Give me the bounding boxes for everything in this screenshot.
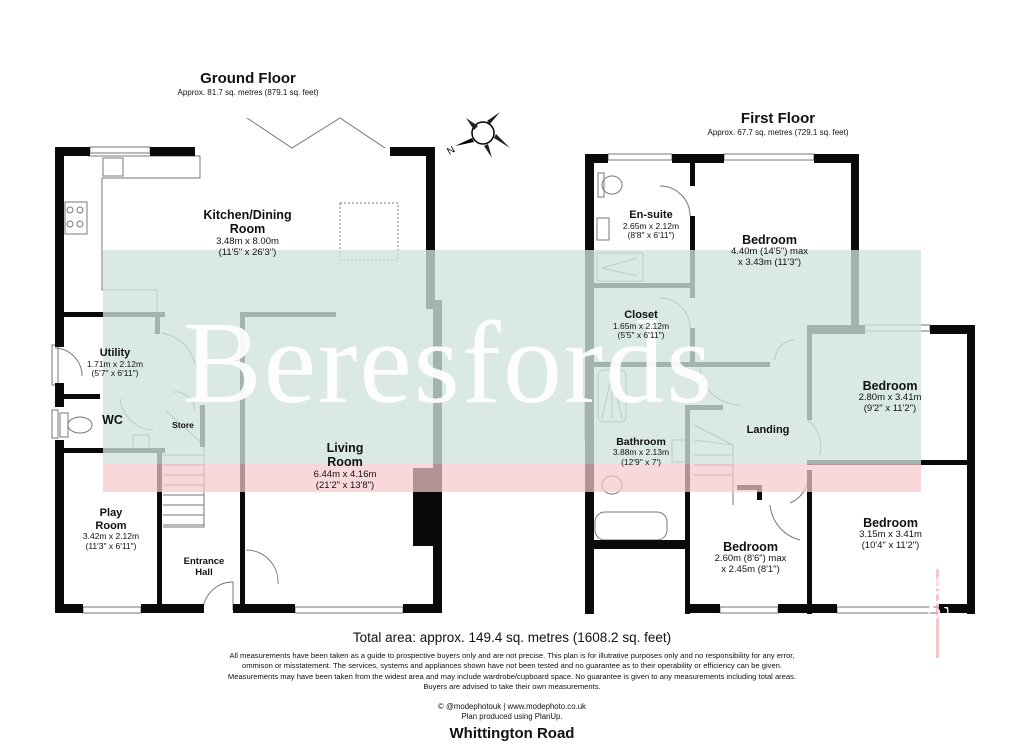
ground-floor-title: Ground Floor (200, 70, 296, 87)
room-dimensions-imperial: (21'2" x 13'8") (315, 479, 375, 491)
room-dimensions-metric: 2.80m x 3.41m (858, 392, 922, 404)
room-dimensions-imperial: x 3.43m (11'3") (737, 257, 802, 269)
room-name-line2: Room (95, 519, 127, 532)
compass-north-label: N (445, 144, 457, 157)
first-floor-title: First Floor (740, 110, 816, 127)
room-dimensions-imperial: (5'7" x 6'11") (91, 368, 139, 379)
disclaimer-line: Measurements may have been taken from th… (227, 671, 797, 681)
room-landing: Landing (738, 424, 798, 437)
disclaimer-line: Buyers are advised to take their own mea… (423, 681, 601, 691)
room-name: Utility (99, 347, 131, 359)
first-floor-area: Approx. 67.7 sq. metres (729.1 sq. feet) (707, 128, 849, 137)
room-name: WC (102, 413, 123, 427)
room-store: Store (167, 420, 199, 431)
disclaimer-line: All measurements have been taken as a gu… (229, 651, 795, 660)
room-dimensions-imperial: (8'8" x 6'11") (627, 230, 675, 241)
room-dimensions-metric: 3.48m x 8.00m (216, 235, 279, 247)
property-address: Whittington Road (449, 725, 575, 742)
room-name: Landing (746, 424, 790, 436)
room-dimensions-metric: 6.44m x 4.16m (313, 468, 377, 480)
room-dimensions-imperial: (12'9" x 7') (621, 456, 661, 467)
room-dimensions-metric: 1.71m x 2.12m (86, 358, 144, 369)
disclaimer: All measurements have been taken as a gu… (160, 651, 864, 692)
room-name-line2: Hall (195, 566, 213, 578)
credit-line: Plan produced using PlanUp. (461, 712, 563, 721)
disclaimer-line: ommison or misstatement. The services, s… (241, 661, 783, 671)
room-living-room: Living Room 6.44m x 4.16m (21'2" x 13'8"… (290, 441, 400, 492)
room-name: Bedroom (723, 540, 778, 554)
room-name: Play (99, 507, 123, 519)
room-name: Bedroom (742, 233, 797, 247)
room-dimensions-metric: 2.60m (8'6") max (714, 553, 787, 565)
room-name: Bedroom (863, 516, 918, 530)
room-master-bedroom: Bedroom 4.40m (14'5") max x 3.43m (11'3"… (712, 233, 827, 269)
room-bathroom: Bathroom 3.88m x 2.13m (12'9" x 7') (602, 436, 680, 468)
room-dimensions-metric: 2.65m x 2.12m (622, 220, 680, 231)
credit-line: © @modephotouk | www.modephoto.co.uk (438, 702, 586, 711)
room-name-line2: Room (327, 455, 363, 470)
room-name: Closet (624, 309, 658, 321)
room-wc: WC (95, 413, 130, 427)
room-name: En-suite (629, 209, 673, 221)
ground-floor-area: Approx. 81.7 sq. metres (879.1 sq. feet) (177, 88, 319, 97)
room-utility: Utility 1.71m x 2.12m (5'7" x 6'11") (74, 347, 156, 379)
room-dimensions-imperial: x 2.45m (8'1") (721, 564, 780, 576)
room-kitchen-dining: Kitchen/Dining Room 3.48m x 8.00m (11'5"… (170, 208, 325, 259)
room-entrance-hall: Entrance Hall (175, 556, 233, 579)
compass-rose-icon (455, 112, 510, 158)
room-dimensions-imperial: (5'5" x 6'11") (617, 330, 665, 341)
room-bedroom-4: Bedroom 3.15m x 3.41m (10'4" x 11'2") (838, 516, 943, 552)
room-dimensions-imperial: (9'2" x 11'2") (863, 403, 917, 415)
room-dimensions-imperial: (10'4" x 11'2") (861, 540, 920, 552)
room-dimensions-metric: 3.42m x 2.12m (82, 531, 140, 542)
room-play-room: Play Room 3.42m x 2.12m (11'3" x 6'11") (65, 507, 157, 552)
room-name: Kitchen/Dining (203, 208, 292, 222)
room-en-suite: En-suite 2.65m x 2.12m (8'8" x 6'11") (612, 209, 690, 241)
room-name-line2: Room (229, 222, 266, 237)
room-dimensions-metric: 3.88m x 2.13m (612, 447, 670, 458)
room-name: Living (326, 441, 364, 455)
room-name: Bedroom (862, 379, 918, 393)
room-name: Entrance (183, 556, 225, 567)
room-bedroom-2: Bedroom 2.80m x 3.41m (9'2" x 11'2") (840, 379, 940, 415)
total-area: Total area: approx. 149.4 sq. metres (16… (352, 630, 672, 645)
room-closet: Closet 1.65m x 2.12m (5'5" x 6'11") (602, 309, 680, 341)
room-dimensions-imperial: (11'3" x 6'11") (85, 541, 137, 552)
room-dimensions-metric: 4.40m (14'5") max (731, 246, 808, 258)
room-bedroom-3: Bedroom 2.60m (8'6") max x 2.45m (8'1") (698, 540, 803, 576)
room-dimensions-imperial: (11'5" x 26'3") (218, 246, 277, 258)
room-dimensions-metric: 1.65m x 2.12m (612, 320, 670, 331)
room-name: Bathroom (616, 436, 666, 448)
room-name: Store (172, 420, 194, 430)
credits: © @modephotouk | www.modephoto.co.uk Pla… (0, 702, 1024, 722)
room-dimensions-metric: 3.15m x 3.41m (859, 529, 922, 541)
